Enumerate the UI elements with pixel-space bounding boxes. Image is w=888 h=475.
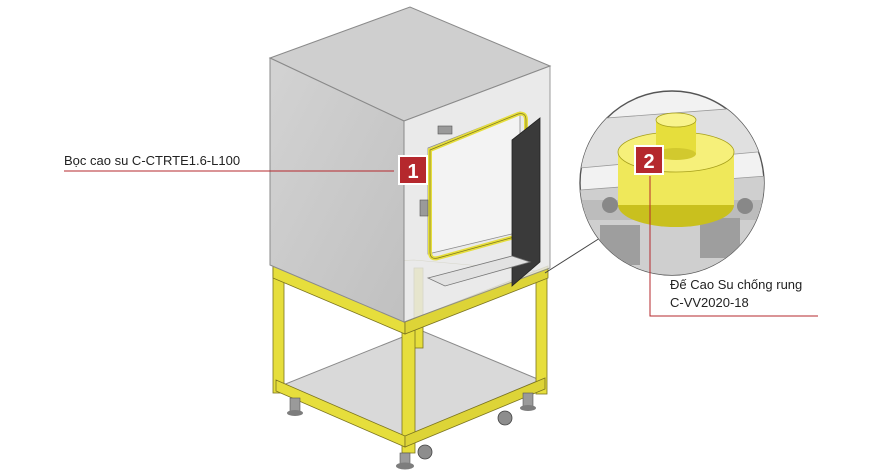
leader-line-2: [649, 176, 818, 317]
callout-2-label-line-1: Đế Cao Su chống rung: [670, 277, 803, 292]
callout-2-badge: 2: [634, 145, 664, 175]
zoom-detail-circle: [544, 90, 765, 276]
callout-1-label: Bọc cao su C-CTRTE1.6-L100: [64, 153, 241, 168]
leader-lines: [64, 170, 818, 317]
callout-2-label-line-2: C-VV2020-18: [670, 295, 749, 310]
transparent-enclosure: [268, 6, 552, 323]
callout-1-badge: 1: [398, 155, 428, 185]
